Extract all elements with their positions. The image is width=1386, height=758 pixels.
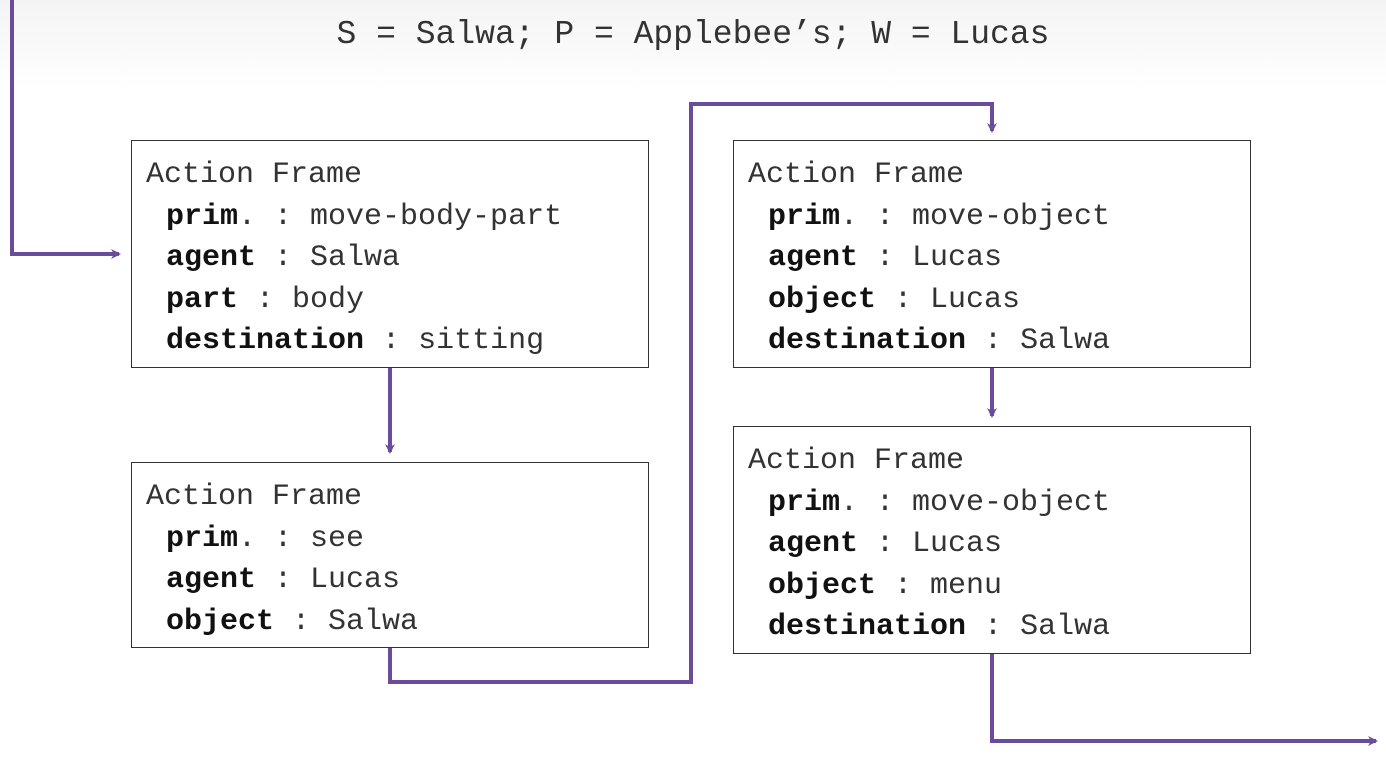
frame-title: Action Frame bbox=[748, 158, 965, 192]
field-key: prim bbox=[768, 199, 841, 234]
field-separator: : bbox=[858, 527, 913, 561]
frame-title: Action Frame bbox=[748, 444, 965, 478]
frame-field-destination: destination : Salwa bbox=[748, 607, 1250, 649]
field-separator: : bbox=[876, 568, 931, 603]
field-value: Salwa bbox=[1020, 324, 1111, 358]
field-key: agent bbox=[166, 563, 257, 597]
action-frame-4: Action Frame prim. : move-object agent :… bbox=[733, 426, 1251, 654]
field-separator: : bbox=[274, 604, 329, 639]
action-frame-2: Action Frame prim. : see agent : Lucas o… bbox=[131, 462, 649, 648]
frame-field-agent: agent : Lucas bbox=[748, 524, 1250, 566]
field-value: Salwa bbox=[1020, 610, 1111, 644]
field-key: agent bbox=[768, 527, 859, 561]
field-value: Lucas bbox=[310, 563, 401, 597]
field-separator: : bbox=[966, 610, 1021, 644]
field-key: prim bbox=[166, 521, 239, 556]
field-key: agent bbox=[768, 241, 859, 275]
legend-text: S = Salwa; P = Applebee’s; W = Lucas bbox=[336, 16, 1050, 53]
field-separator: : bbox=[238, 282, 293, 317]
field-value: move-object bbox=[912, 485, 1111, 520]
frame-field-destination: destination : sitting bbox=[146, 321, 648, 363]
frame-field-prim: prim. : see bbox=[146, 519, 648, 561]
field-key: object bbox=[768, 282, 877, 317]
field-value: move-body-part bbox=[310, 199, 563, 234]
field-value: Lucas bbox=[912, 241, 1003, 275]
frame-field-prim: prim. : move-body-part bbox=[146, 197, 648, 239]
field-key: agent bbox=[166, 241, 257, 275]
field-separator: : bbox=[256, 241, 311, 275]
field-value: sitting bbox=[418, 324, 545, 358]
arrow-into-frame-1 bbox=[10, 0, 121, 259]
frame-field-object: object : Lucas bbox=[748, 280, 1250, 322]
frame-field-prim: prim. : move-object bbox=[748, 483, 1250, 525]
field-key: destination bbox=[166, 324, 365, 358]
frame-field-destination: destination : Salwa bbox=[748, 321, 1250, 363]
field-key: object bbox=[768, 568, 877, 603]
frame-field-agent: agent : Salwa bbox=[146, 238, 648, 280]
action-frame-3: Action Frame prim. : move-object agent :… bbox=[733, 140, 1251, 368]
frame-field-agent: agent : Lucas bbox=[146, 560, 648, 602]
field-value: Salwa bbox=[328, 604, 419, 639]
field-separator: : bbox=[364, 324, 419, 358]
frame-field-object: object : Salwa bbox=[146, 602, 648, 644]
field-key: destination bbox=[768, 324, 967, 358]
frame-field-object: object : menu bbox=[748, 566, 1250, 608]
field-separator: : bbox=[256, 563, 311, 597]
field-separator: . : bbox=[840, 199, 913, 234]
field-value: menu bbox=[930, 568, 1003, 603]
field-separator: . : bbox=[238, 199, 311, 234]
field-value: see bbox=[310, 521, 365, 556]
frame-field-prim: prim. : move-object bbox=[748, 197, 1250, 239]
field-value: Salwa bbox=[310, 241, 401, 275]
arrow-frame-2-to-frame-3 bbox=[388, 102, 997, 684]
field-separator: . : bbox=[238, 521, 311, 556]
field-value: Lucas bbox=[912, 527, 1003, 561]
field-separator: : bbox=[966, 324, 1021, 358]
field-separator: : bbox=[858, 241, 913, 275]
frame-field-part: part : body bbox=[146, 280, 648, 322]
field-value: body bbox=[292, 282, 365, 317]
frame-title: Action Frame bbox=[146, 158, 363, 192]
field-key: part bbox=[166, 282, 239, 317]
field-separator: : bbox=[876, 282, 931, 317]
action-frame-1: Action Frame prim. : move-body-part agen… bbox=[131, 140, 649, 368]
field-key: destination bbox=[768, 610, 967, 644]
field-key: prim bbox=[768, 485, 841, 520]
frame-title: Action Frame bbox=[146, 480, 363, 514]
field-separator: . : bbox=[840, 485, 913, 520]
arrow-out-of-frame-4 bbox=[990, 654, 1378, 746]
field-key: prim bbox=[166, 199, 239, 234]
field-value: Lucas bbox=[930, 282, 1021, 317]
field-key: object bbox=[166, 604, 275, 639]
frame-field-agent: agent : Lucas bbox=[748, 238, 1250, 280]
field-value: move-object bbox=[912, 199, 1111, 234]
